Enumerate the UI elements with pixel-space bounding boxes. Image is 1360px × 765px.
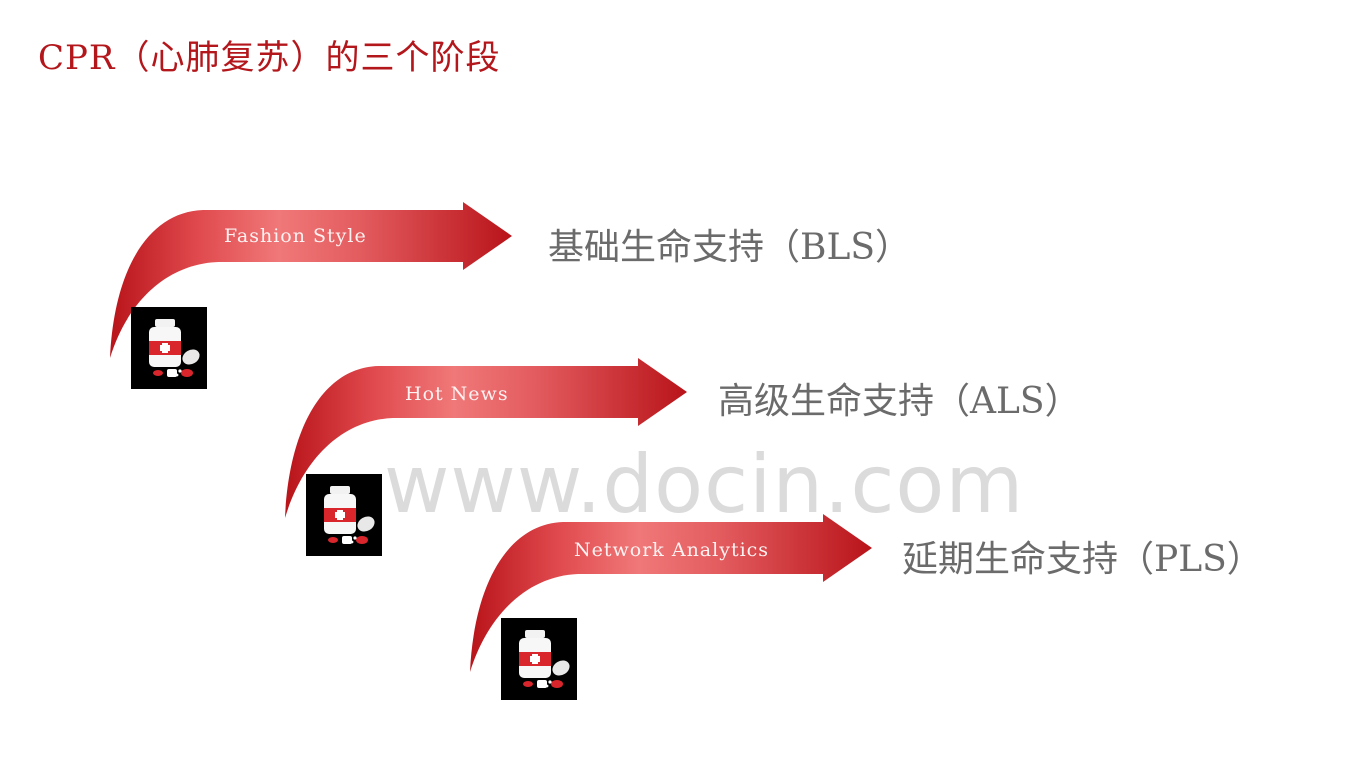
curved-arrow-2 <box>285 358 687 518</box>
curved-arrow-1 <box>110 202 512 358</box>
medicine-bottle-icon <box>306 474 382 556</box>
stage-text-1: 基础生命支持（BLS） <box>548 227 912 268</box>
curved-arrow-3 <box>470 514 872 672</box>
medicine-bottle-icon <box>501 618 577 700</box>
arrow-label-2: Hot News <box>405 383 509 405</box>
stage-text-2: 高级生命支持（ALS） <box>718 381 1081 422</box>
medicine-bottle-icon <box>131 307 207 389</box>
stage-text-3: 延期生命支持（PLS） <box>902 539 1263 580</box>
arrow-label-1: Fashion Style <box>224 225 367 247</box>
arrow-label-3: Network Analytics <box>574 539 770 561</box>
slide-title: CPR（心肺复苏）的三个阶段 <box>38 38 501 78</box>
